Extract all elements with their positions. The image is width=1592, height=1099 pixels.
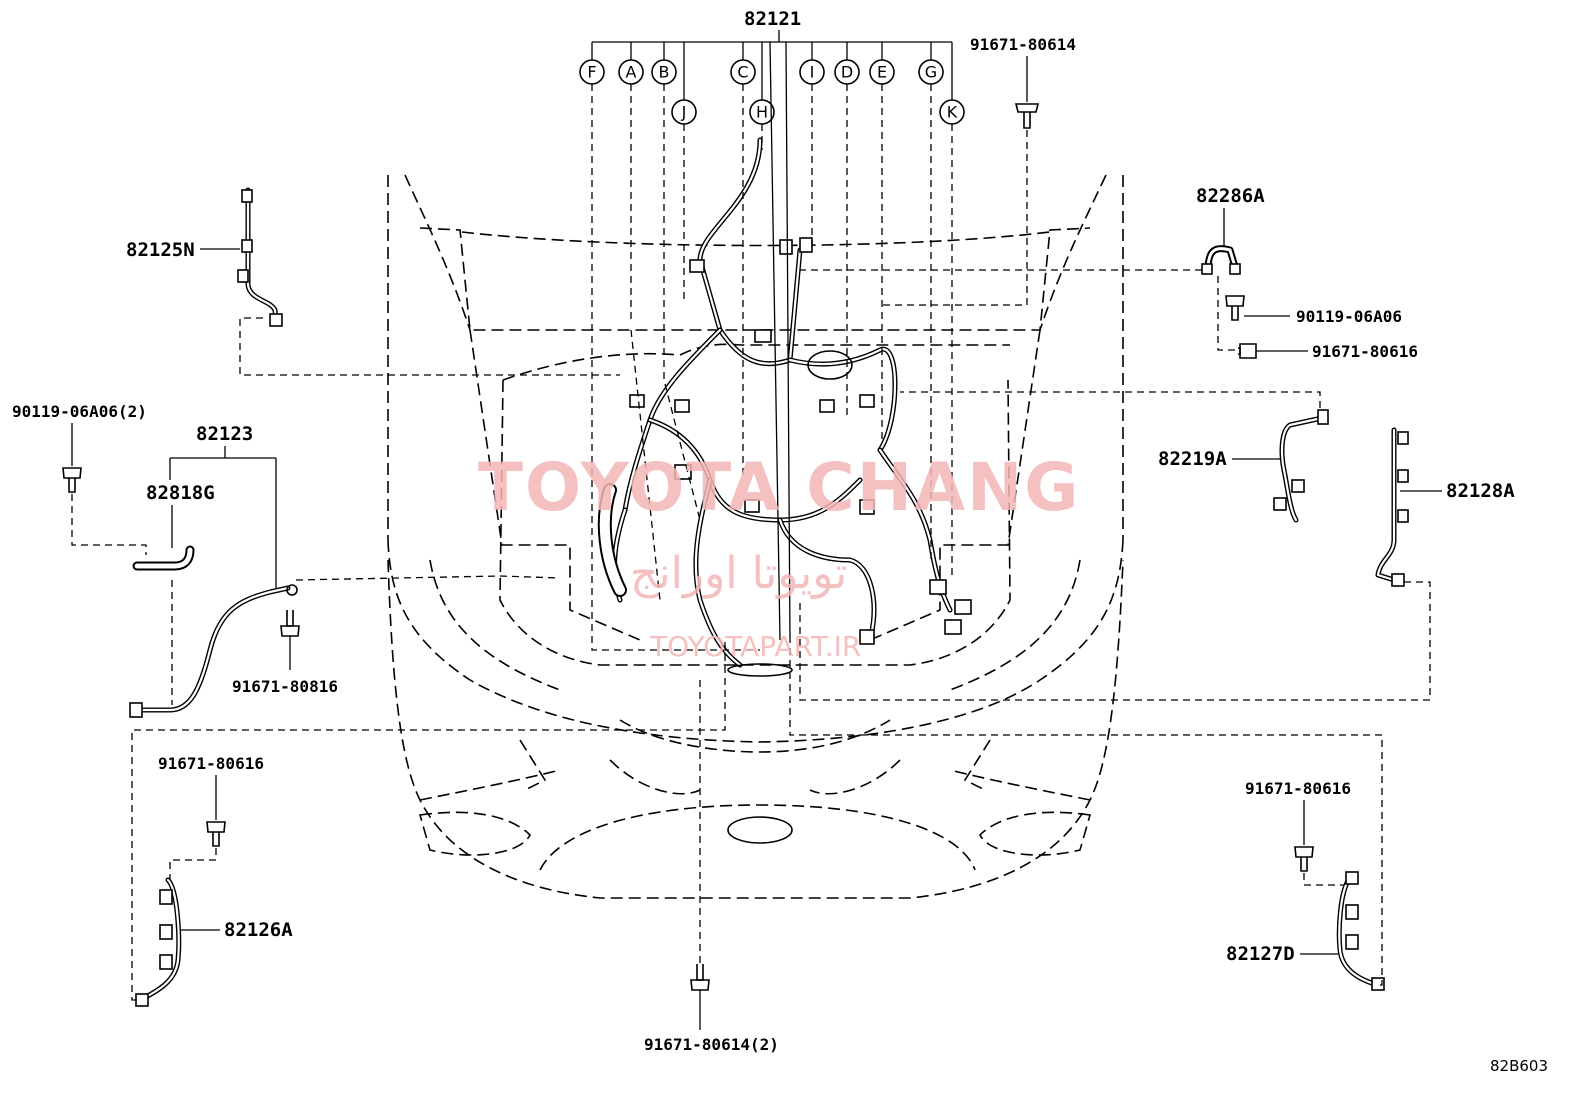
main-harness-label: 82121 (744, 8, 801, 30)
part-82125n-label: 82125N (126, 239, 195, 261)
main-engine-harness (597, 137, 972, 677)
bolt-top: 91671-80614 (880, 35, 1076, 306)
part-82128a: 82128A (799, 427, 1515, 701)
bolt-left-top-label: 90119-06A06(2) (12, 402, 147, 421)
branch-letter-g: G (918, 59, 944, 85)
svg-text:A: A (626, 63, 637, 82)
svg-text:H: H (756, 103, 768, 122)
svg-text:I: I (810, 63, 815, 82)
branch-letter-e: E (869, 59, 895, 85)
part-82286a-label: 82286A (1196, 185, 1265, 207)
part-82126a: 91671-80616 82126A (131, 640, 726, 1007)
branch-letter-d: D (834, 59, 860, 85)
part-82219a: 82219A (900, 391, 1329, 523)
bolt-bottom: 91671-80614(2) (644, 680, 779, 1054)
branch-letter-b: B (651, 59, 677, 85)
bolt-top-label: 91671-80614 (970, 35, 1076, 54)
part-82125n: 82125N (126, 187, 620, 376)
bolt-82123-label: 91671-80816 (232, 677, 338, 696)
bolt-82286-2-label: 91671-80616 (1312, 342, 1418, 361)
branch-letter-h: H (749, 99, 775, 125)
branch-letter-k: K (939, 99, 965, 125)
watermark: TOYOTA CHANG تويوتا اورانج TOYOTAPART.IR (478, 449, 1080, 663)
svg-text:E: E (877, 63, 887, 82)
branch-letter-j: J (671, 99, 697, 125)
part-82818g: 90119-06A06(2) 82818G (12, 402, 215, 705)
part-82818g-label: 82818G (146, 482, 215, 504)
watermark-main: TOYOTA CHANG (478, 449, 1080, 526)
branch-letters: F A B J C H I D E G K (579, 59, 965, 125)
svg-text:K: K (947, 103, 958, 122)
part-82123-label: 82123 (196, 423, 253, 445)
bolt-82286-1-label: 90119-06A06 (1296, 307, 1402, 326)
branch-letter-a: A (618, 59, 644, 85)
vehicle-outline (387, 174, 1124, 899)
main-harness-leaders (591, 30, 953, 651)
svg-text:D: D (841, 63, 853, 82)
branch-letter-f: F (579, 59, 605, 85)
part-82127d: 91671-80616 82127D (789, 640, 1385, 991)
part-82219a-label: 82219A (1158, 448, 1227, 470)
svg-text:G: G (925, 63, 937, 82)
bolt-82127-label: 91671-80616 (1245, 779, 1351, 798)
watermark-sub: TOYOTAPART.IR (649, 630, 861, 663)
watermark-arabic: تويوتا اورانج (630, 548, 847, 599)
bolt-bottom-label: 91671-80614(2) (644, 1035, 779, 1054)
bolt-82126-label: 91671-80616 (158, 754, 264, 773)
branch-letter-c: C (730, 59, 756, 85)
part-82128a-label: 82128A (1446, 480, 1515, 502)
diagram-code: 82B603 (1490, 1057, 1548, 1075)
part-82126a-label: 82126A (224, 919, 293, 941)
svg-text:F: F (587, 63, 596, 82)
branch-letter-i: I (799, 59, 825, 85)
part-82127d-label: 82127D (1226, 943, 1295, 965)
svg-text:J: J (681, 103, 687, 122)
svg-text:C: C (737, 63, 748, 82)
svg-text:B: B (659, 63, 670, 82)
part-82286a: 82286A 90119-06A06 91671-80616 (800, 185, 1418, 361)
part-82123: 82123 91671-80816 (129, 423, 561, 718)
